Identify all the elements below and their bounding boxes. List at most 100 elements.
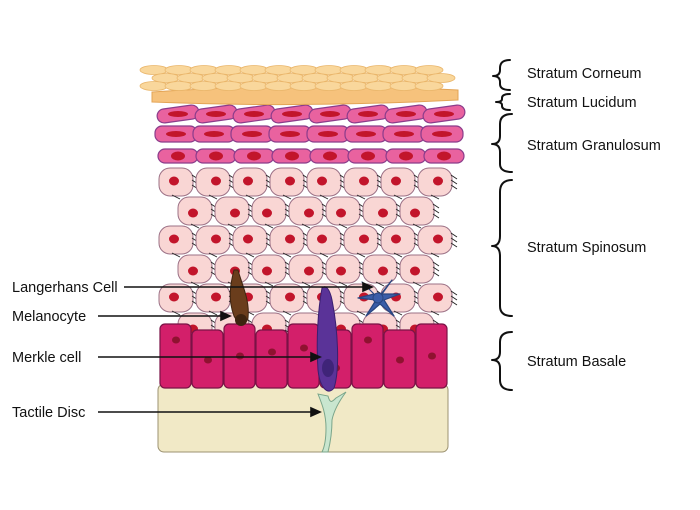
spinosum-nucleus — [391, 234, 401, 244]
desmosome — [282, 194, 292, 200]
layer-label-spinosum: Stratum Spinosum — [527, 240, 646, 256]
basale-cell — [255, 329, 288, 389]
desmosome — [393, 194, 403, 200]
granulosum-nucleus — [244, 111, 264, 117]
granulosum-nucleus — [323, 151, 337, 161]
spinosum-nucleus — [285, 234, 295, 244]
granulosum-nucleus — [396, 111, 416, 117]
desmosome — [450, 237, 458, 243]
desmosome — [450, 184, 458, 190]
granulosum-nucleus — [242, 131, 262, 137]
granulosum-nucleus — [204, 131, 224, 137]
basale-nucleus — [204, 356, 212, 364]
basale-nucleus — [396, 356, 404, 364]
spinosum-nucleus — [336, 208, 346, 218]
cell-leader-lines — [98, 281, 374, 418]
desmosome — [450, 295, 458, 301]
desmosome — [430, 310, 440, 316]
desmosome — [450, 232, 458, 238]
desmosome — [430, 194, 440, 200]
desmosome — [282, 310, 292, 316]
corneum-cell — [239, 81, 269, 91]
desmosome — [450, 300, 458, 306]
desmosome — [338, 281, 348, 287]
desmosome — [171, 252, 181, 258]
granulosum-nucleus — [361, 151, 375, 161]
granulosum-nucleus — [280, 131, 300, 137]
basale-nucleus — [236, 352, 244, 360]
granulosum-nucleus — [171, 151, 185, 161]
dermis — [157, 383, 449, 453]
spinosum-nucleus — [378, 266, 388, 276]
desmosome — [301, 223, 311, 229]
granulosum-nucleus — [285, 151, 299, 161]
spinosum-nucleus — [285, 176, 295, 186]
spinosum-nucleus — [262, 266, 272, 276]
spinosum-nucleus — [359, 176, 369, 186]
granulosum-nucleus — [168, 111, 188, 117]
corneum-cell — [289, 81, 319, 91]
desmosome — [190, 223, 200, 229]
desmosome — [227, 223, 237, 229]
desmosome — [450, 242, 458, 248]
corneum-cell — [139, 81, 169, 91]
basale-nucleus — [300, 344, 308, 352]
spinosum-nucleus — [211, 176, 221, 186]
desmosome — [208, 252, 218, 258]
desmosome — [264, 223, 274, 229]
desmosome — [208, 310, 218, 316]
corneum-cell — [364, 81, 394, 91]
spinosum-nucleus — [410, 266, 420, 276]
corneum-cell — [414, 81, 444, 91]
desmosome — [430, 252, 440, 258]
tactile-label: Tactile Disc — [12, 405, 85, 421]
desmosome — [356, 252, 366, 258]
granulosum-nucleus — [206, 111, 226, 117]
melanocyte-cell — [229, 269, 249, 326]
granulosum-nucleus — [356, 131, 376, 137]
granulosum-nucleus — [282, 111, 302, 117]
spinosum-nucleus — [243, 234, 253, 244]
desmosome — [319, 194, 329, 200]
desmosome — [356, 194, 366, 200]
spinosum-nucleus — [169, 234, 179, 244]
desmosome — [412, 223, 422, 229]
merkle-label: Merkle cell — [12, 350, 81, 366]
desmosome — [245, 252, 255, 258]
granulosum-nucleus — [437, 151, 451, 161]
desmosome — [393, 310, 403, 316]
granulosum-nucleus — [434, 111, 454, 117]
desmosome — [432, 203, 440, 209]
corneum-cell — [164, 81, 194, 91]
granulosum-nucleus — [318, 131, 338, 137]
desmosome — [432, 319, 440, 325]
basale-cell — [351, 323, 384, 389]
spinosum-nucleus — [285, 292, 295, 302]
desmosome — [375, 223, 385, 229]
desmosome — [432, 266, 440, 272]
desmosome — [432, 213, 440, 219]
desmosome — [338, 223, 348, 229]
desmosome — [432, 208, 440, 214]
layer-brackets — [491, 59, 513, 391]
spinosum-nucleus — [243, 176, 253, 186]
granulosum-nucleus — [166, 131, 186, 137]
layer-label-basale: Stratum Basale — [527, 354, 626, 370]
corneum-cell — [426, 73, 456, 83]
desmosome — [171, 194, 181, 200]
spinosum-nucleus — [359, 234, 369, 244]
granulosum-nucleus — [320, 111, 340, 117]
desmosome — [319, 252, 329, 258]
desmosome — [432, 261, 440, 267]
spinosum-nucleus — [188, 266, 198, 276]
corneum-cell — [339, 81, 369, 91]
basale-cells — [159, 323, 448, 389]
corneum-cell — [189, 81, 219, 91]
corneum-cell — [214, 81, 244, 91]
spinosum-nucleus — [433, 234, 443, 244]
corneum-cell — [414, 65, 444, 75]
spinosum-nucleus — [433, 292, 443, 302]
langerhans-cell — [357, 279, 401, 317]
corneum-cells — [139, 65, 456, 91]
spinosum-nucleus — [391, 176, 401, 186]
